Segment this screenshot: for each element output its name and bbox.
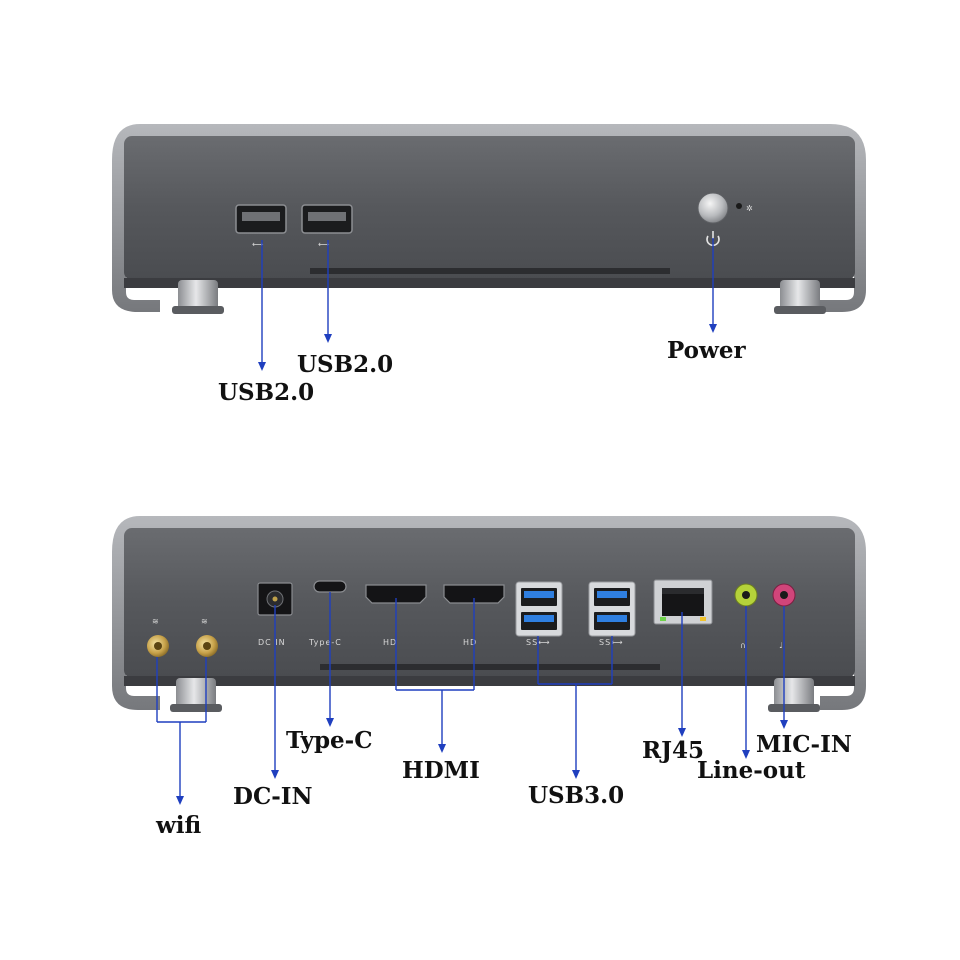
power-button: ✲: [697, 192, 754, 247]
front-bottom-lip: [124, 278, 855, 288]
wifi-antenna-connector-1: ≋: [147, 617, 169, 657]
microphone-icon: ♩: [779, 641, 784, 650]
rear-leader-lines: [156, 592, 788, 805]
rear-foot-left: [170, 678, 222, 712]
power-label: Power: [667, 337, 746, 364]
usb-symbol-icon: ⟷: [252, 240, 264, 249]
usb3-label: USB3.0: [528, 782, 624, 809]
front-panel: ⟷ ⟷ ✲ USB2.0 USB2.0 Power: [112, 124, 866, 406]
hdmi-1-marking: HD: [383, 638, 397, 647]
wifi-icon: ≋: [201, 617, 209, 626]
hdmi-port-1: HD: [365, 584, 427, 647]
usb3-stack-1: SS⟷: [515, 581, 563, 647]
rear-panel: ≋ ≋ DC IN Type-C HD HD: [112, 516, 866, 839]
wifi-label: wifi: [155, 812, 202, 839]
usb-symbol-icon: ⟷: [318, 240, 330, 249]
hdmi-port-2: HD: [443, 584, 505, 647]
type-c-label: Type-C: [286, 727, 373, 754]
front-leader-lines: [258, 238, 717, 371]
headphone-icon: ∩: [740, 641, 747, 650]
front-foot-right: [774, 280, 826, 314]
line-out-jack: ∩: [734, 583, 758, 650]
type-c-marking: Type-C: [308, 638, 342, 647]
usb2-port-right: ⟷: [301, 204, 353, 249]
dc-in-label: DC-IN: [233, 783, 313, 810]
rear-bottom-slot: [320, 664, 660, 670]
rear-bottom-lip: [124, 676, 855, 686]
rj45-label: RJ45: [642, 737, 704, 764]
light-icon: ✲: [746, 204, 754, 213]
usb2-port-left: ⟷: [235, 204, 287, 249]
power-led: [736, 203, 742, 209]
front-bottom-slot: [310, 268, 670, 274]
type-c-port: Type-C: [308, 580, 347, 647]
front-foot-left: [172, 280, 224, 314]
usb3-2-marking: SS⟷: [599, 638, 624, 647]
hdmi-label: HDMI: [402, 757, 480, 784]
rj45-port: [653, 579, 713, 625]
rear-foot-right: [768, 678, 820, 712]
hdmi-2-marking: HD: [463, 638, 477, 647]
wifi-icon: ≋: [152, 617, 160, 626]
front-chassis-face: [124, 136, 855, 280]
usb2-left-label: USB2.0: [218, 379, 314, 406]
usb2-right-label: USB2.0: [297, 351, 393, 378]
dc-in-marking: DC IN: [258, 638, 286, 647]
rj45-led-left: [660, 617, 666, 621]
rj45-led-right: [700, 617, 706, 621]
usb3-stack-2: SS⟷: [588, 581, 636, 647]
wifi-antenna-connector-2: ≋: [196, 617, 218, 657]
line-out-label: Line-out: [697, 757, 806, 784]
mic-in-label: MIC-IN: [756, 731, 852, 758]
